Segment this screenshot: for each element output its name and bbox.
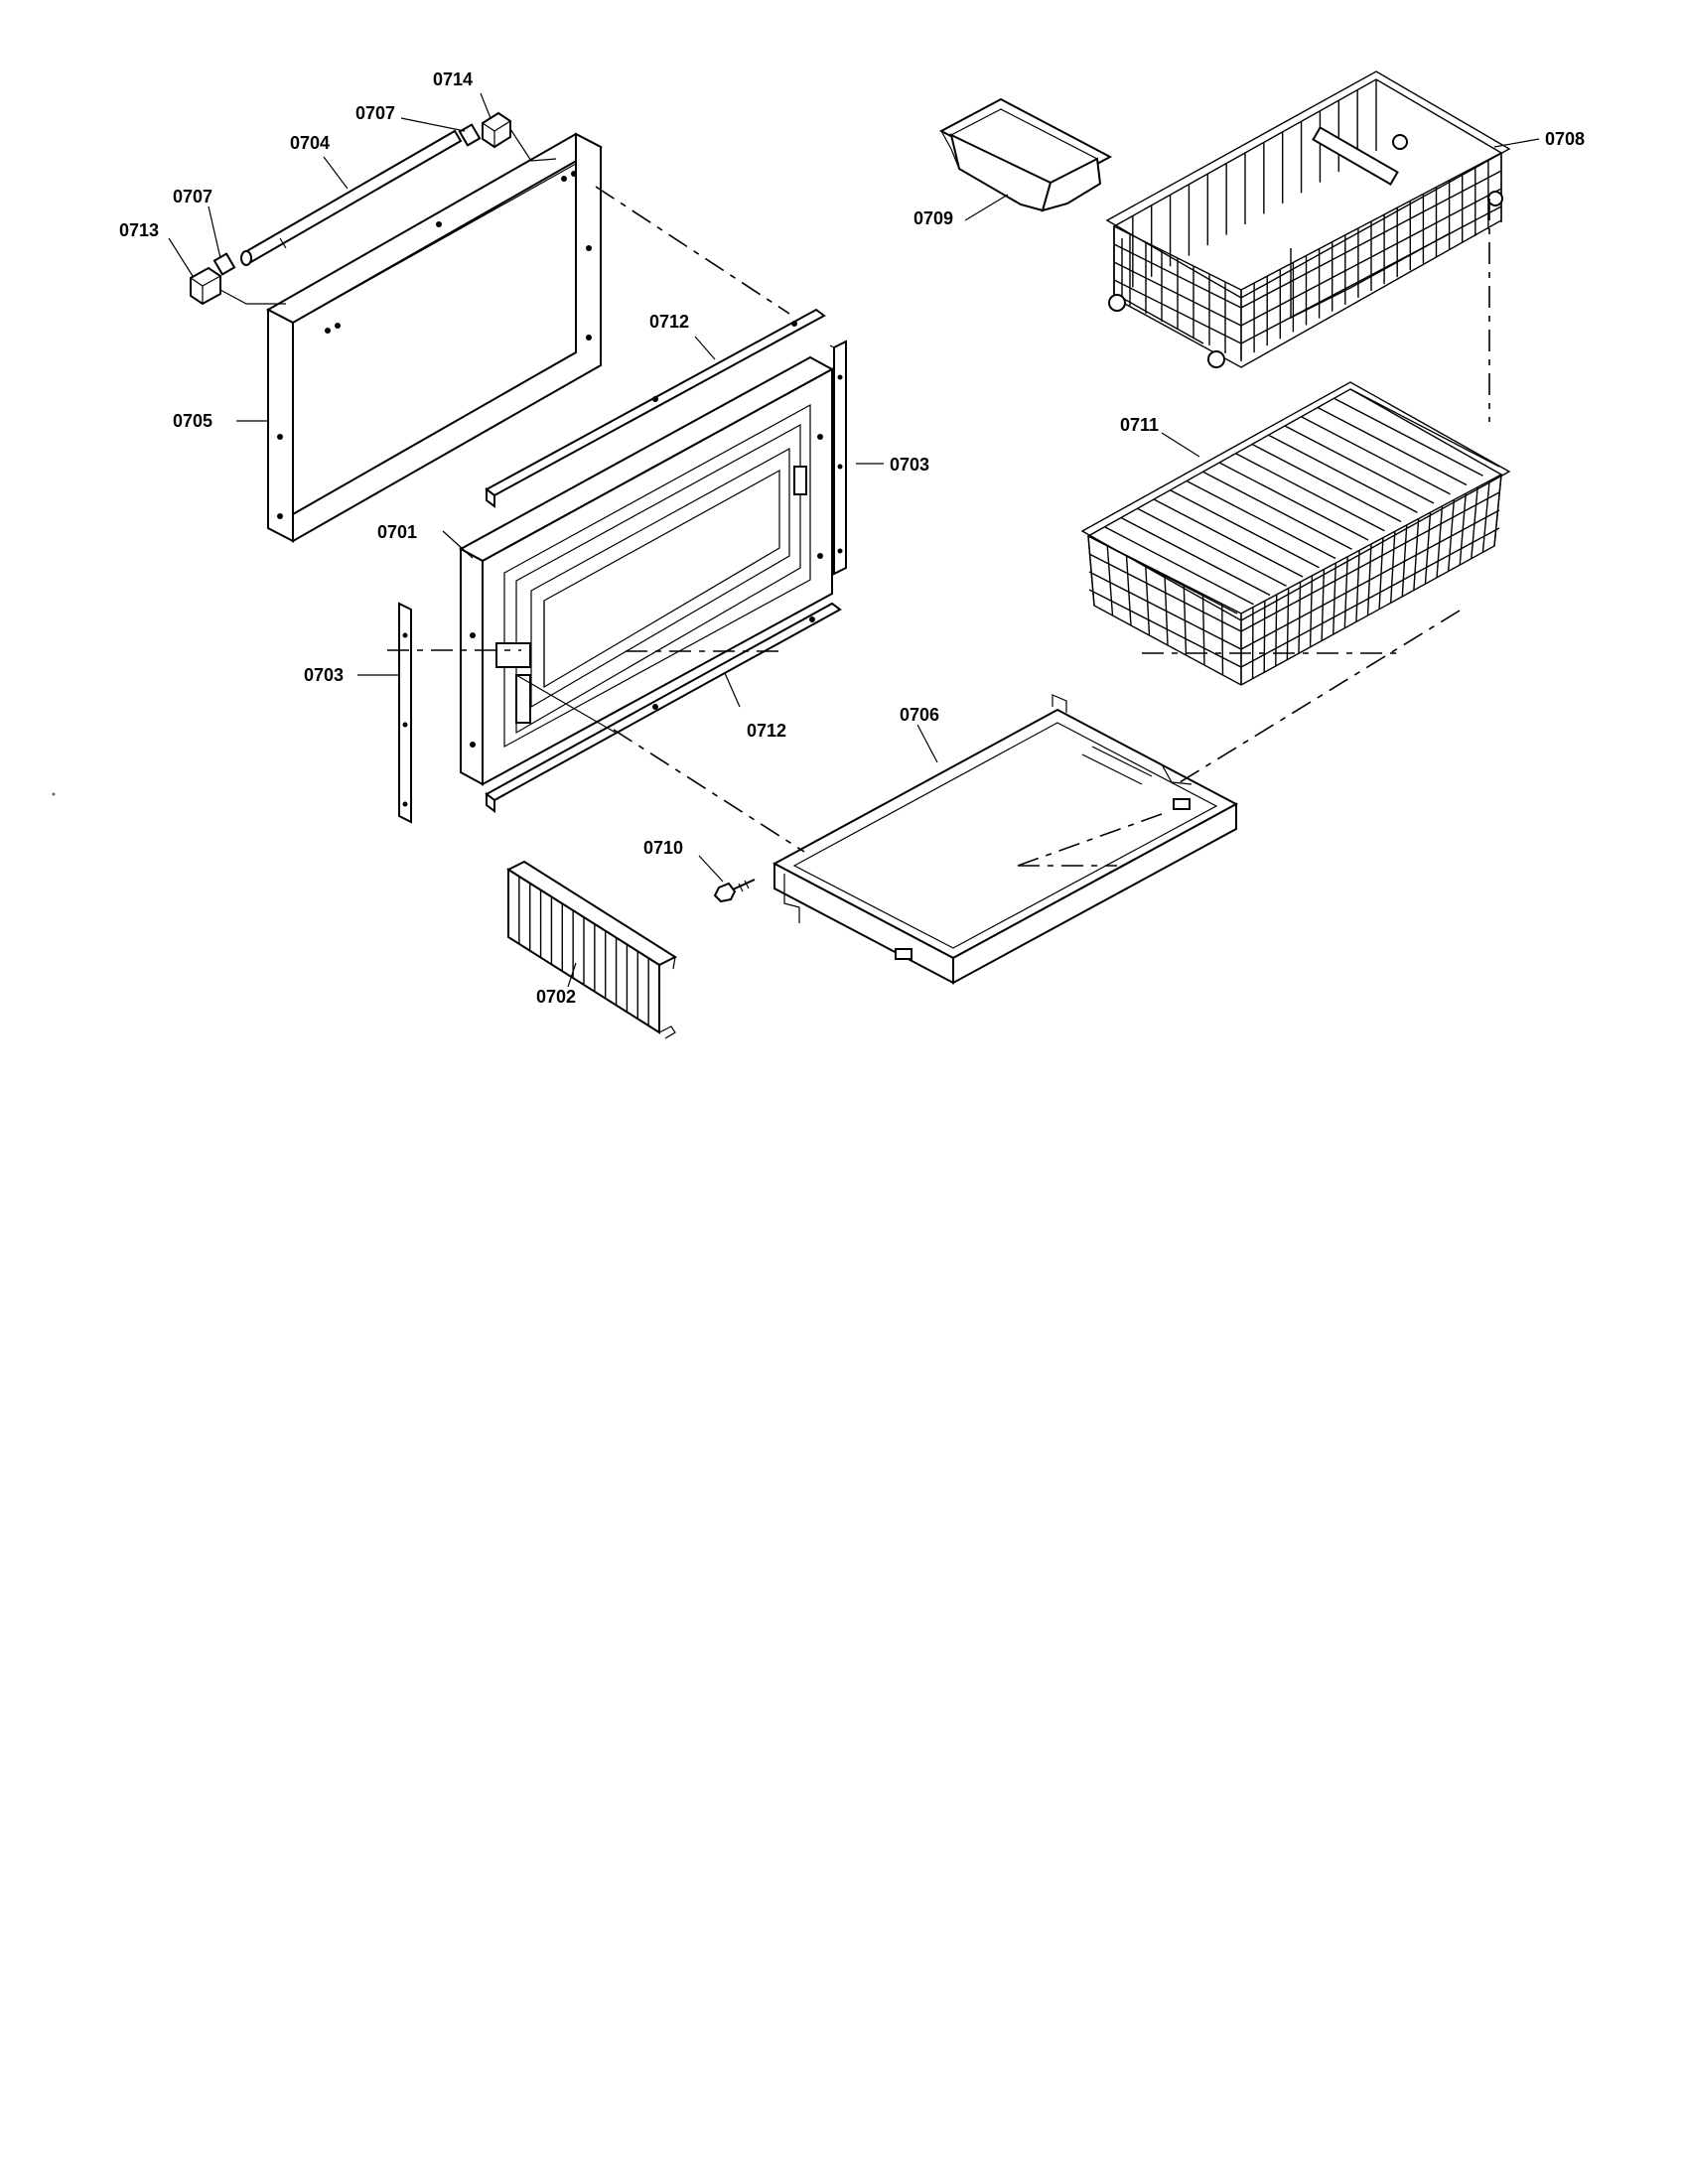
part-0714-bracket [482,111,511,149]
part-0707-spacer-left [212,252,236,276]
label-0714: 0714 [433,69,473,89]
part-0710-screw [713,879,756,903]
part-0708-basket-upper [1105,70,1511,368]
label-0703-right: 0703 [890,455,929,475]
assembly-lines [387,186,1490,867]
label-0701: 0701 [377,522,417,542]
label-0704: 0704 [290,133,330,153]
part-0701-door [458,355,835,786]
label-0712-lower: 0712 [747,721,786,741]
label-0702: 0702 [536,987,576,1007]
label-0703-left: 0703 [304,665,344,685]
part-labels: 0714 0707 0704 0707 0713 0705 0712 0703 … [119,69,1585,1007]
label-0707-lower: 0707 [173,187,212,206]
label-0707-upper: 0707 [355,103,395,123]
label-0711: 0711 [1120,415,1159,435]
label-0710: 0710 [643,838,683,858]
label-0713: 0713 [119,220,159,240]
part-0702-grille [505,860,678,1039]
label-0708: 0708 [1545,129,1585,149]
part-0703-strip-left [398,602,412,824]
part-0705-frame [265,132,604,543]
part-0707-spacer-right [458,123,482,147]
label-0709: 0709 [913,208,953,228]
part-0709-bin [938,97,1113,212]
part-0703-strip-right [829,340,847,576]
part-0711-basket-lower [1080,381,1511,686]
part-0712-trim-bottom [485,602,842,813]
label-0712-upper: 0712 [649,312,689,332]
part-0704-rod [240,129,463,266]
label-0705: 0705 [173,411,212,431]
part-0712-trim-top [485,308,826,508]
part-0706-tray [772,694,1239,985]
label-0706: 0706 [900,705,939,725]
leader-lines [168,92,1540,988]
part-0713-bracket [190,266,221,306]
